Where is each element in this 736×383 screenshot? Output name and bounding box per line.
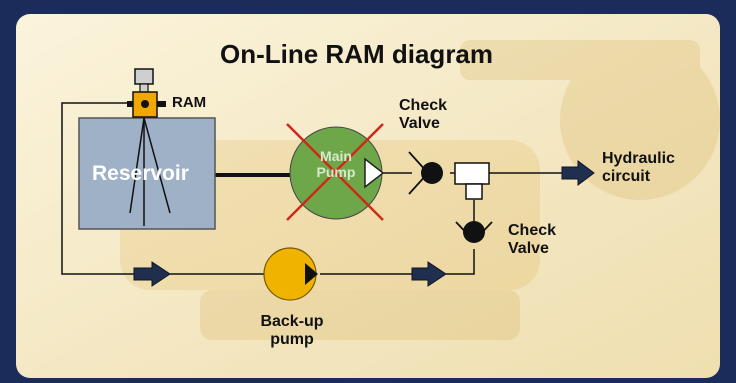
ram-left-connector <box>127 101 133 107</box>
main-pump-label-line1: Main <box>320 148 352 164</box>
reservoir-label: Reservoir <box>92 162 189 185</box>
ram-cap <box>134 68 154 85</box>
ram-port <box>141 100 149 108</box>
check-valve-top-line2: Valve <box>399 115 440 133</box>
ram-sample-lines <box>129 117 171 226</box>
flow-arrow-icon <box>133 261 171 287</box>
check-valve-right-label: Check Valve <box>508 222 556 259</box>
check-valve-right-line1: Check <box>508 222 557 239</box>
hydraulic-circuit-label: Hydraulic circuit <box>602 150 675 187</box>
hydraulic-circuit-line1: Hydraulic <box>602 150 675 167</box>
hydraulic-circuit-line2: circuit <box>602 168 651 186</box>
ram-label: RAM <box>172 94 207 111</box>
ram-right-connector <box>157 101 166 107</box>
backup-pump-line2: pump <box>270 331 314 349</box>
main-pump-label: Main Pump <box>306 148 366 180</box>
cross-out-icon <box>286 123 384 221</box>
reservoir-tank <box>78 117 216 230</box>
main-pump-label-line2: Pump <box>316 164 356 181</box>
check-valve-right-line2: Valve <box>508 240 549 258</box>
tee-junction <box>454 162 490 185</box>
pump-triangle-icon <box>305 263 318 285</box>
backup-pump-label: Back-up pump <box>252 313 332 350</box>
tee-branch <box>465 183 483 200</box>
pipe-lines <box>61 102 562 275</box>
flow-arrow-icon <box>561 160 595 186</box>
check-valve-top-label: Check Valve <box>399 97 447 134</box>
pump-triangle-icon <box>364 157 385 189</box>
check-valve-icon <box>408 151 443 195</box>
diagram-title: On-Line RAM diagram <box>220 39 494 69</box>
ram-stem <box>139 83 149 93</box>
backup-pump-line1: Back-up <box>260 313 324 330</box>
check-valve-icon <box>455 221 493 243</box>
flow-arrow-icon <box>411 261 447 287</box>
check-valve-top-line1: Check <box>399 97 448 114</box>
